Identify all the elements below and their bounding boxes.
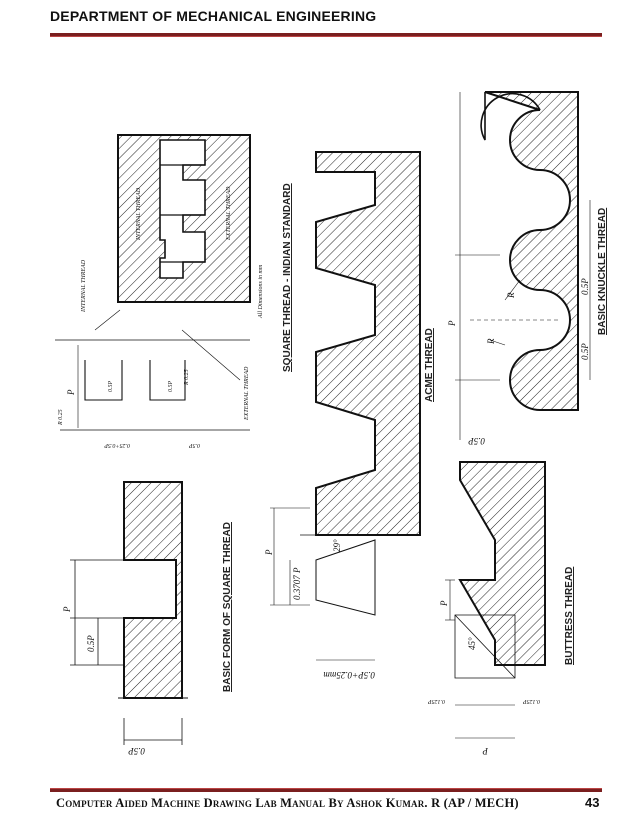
- basic-square-half-p: 0.5P: [86, 635, 96, 652]
- indian-r1: R 0.25: [58, 409, 64, 426]
- indian-d2: 0.5P: [168, 381, 174, 393]
- buttress-a: 0.125P: [428, 698, 446, 704]
- header-rule: [50, 33, 602, 37]
- indian-d1: 0.5P: [108, 381, 114, 393]
- acme-thread-figure: P 0.3707 P 29° 0.5P+0.25mm ACME THREAD: [264, 151, 435, 680]
- footer-text: Computer Aided Machine Drawing Lab Manua…: [56, 796, 519, 810]
- internal-thread-label: INTERNAL THREAD: [81, 259, 87, 313]
- buttress-angle: 45°: [467, 637, 477, 650]
- footer-rule: [50, 788, 602, 792]
- buttress-c: P: [482, 746, 489, 756]
- acme-label: ACME THREAD: [424, 328, 435, 402]
- indian-r2: R 0.25: [184, 369, 190, 386]
- indian-top: 0.25+0.5P: [104, 442, 130, 448]
- knuckle-r2: R: [486, 338, 496, 345]
- buttress-p: P: [439, 600, 449, 607]
- all-dimensions-note: All Dimensions in mm: [258, 264, 264, 319]
- basic-square-thread-figure: P 0.5P 0.5P BASIC FORM OF SQUARE THREAD: [62, 481, 233, 756]
- knuckle-thread-figure: P R R 0.5P 0.5P 0.5P BASIC KNUCKLE THREA…: [447, 91, 608, 446]
- indian-square-label: SQUARE THREAD - INDIAN STANDARD: [282, 183, 293, 372]
- knuckle-c: 0.5P: [468, 436, 485, 446]
- basic-square-label: BASIC FORM OF SQUARE THREAD: [222, 522, 233, 692]
- acme-depth: 0.5P+0.25mm: [323, 670, 375, 680]
- indian-depth: 0.5P: [189, 442, 201, 448]
- buttress-thread-figure: P 45° 0.125P 0.125P P BUTTRESS THREAD: [428, 461, 575, 756]
- indian-p: P: [66, 389, 76, 396]
- acme-p: P: [264, 549, 274, 556]
- department-title: DEPARTMENT OF MECHANICAL ENGINEERING: [50, 8, 377, 24]
- internal-thread-inner: INTERNAL THREAD: [136, 187, 142, 241]
- page-header: DEPARTMENT OF MECHANICAL ENGINEERING: [50, 8, 605, 26]
- external-thread-inner: EXTERNAL THREAD: [226, 186, 232, 241]
- indian-square-thread-figure: INTERNAL THREAD EXTERNAL THREAD INTERNAL…: [55, 134, 293, 448]
- knuckle-p: P: [447, 320, 457, 327]
- knuckle-r1: R: [506, 292, 516, 299]
- basic-square-p: P: [62, 606, 72, 613]
- knuckle-label: BASIC KNUCKLE THREAD: [597, 208, 608, 335]
- external-thread-label: EXTERNAL THREAD: [244, 366, 250, 421]
- buttress-b: 0.125P: [523, 698, 541, 704]
- knuckle-a: 0.5P: [580, 278, 590, 295]
- page-number: 43: [585, 795, 600, 810]
- knuckle-b: 0.5P: [580, 343, 590, 360]
- buttress-label: BUTTRESS THREAD: [564, 567, 575, 665]
- acme-angle: 29°: [332, 539, 342, 552]
- basic-square-depth: 0.5P: [128, 746, 145, 756]
- acme-flat: 0.3707 P: [292, 567, 302, 600]
